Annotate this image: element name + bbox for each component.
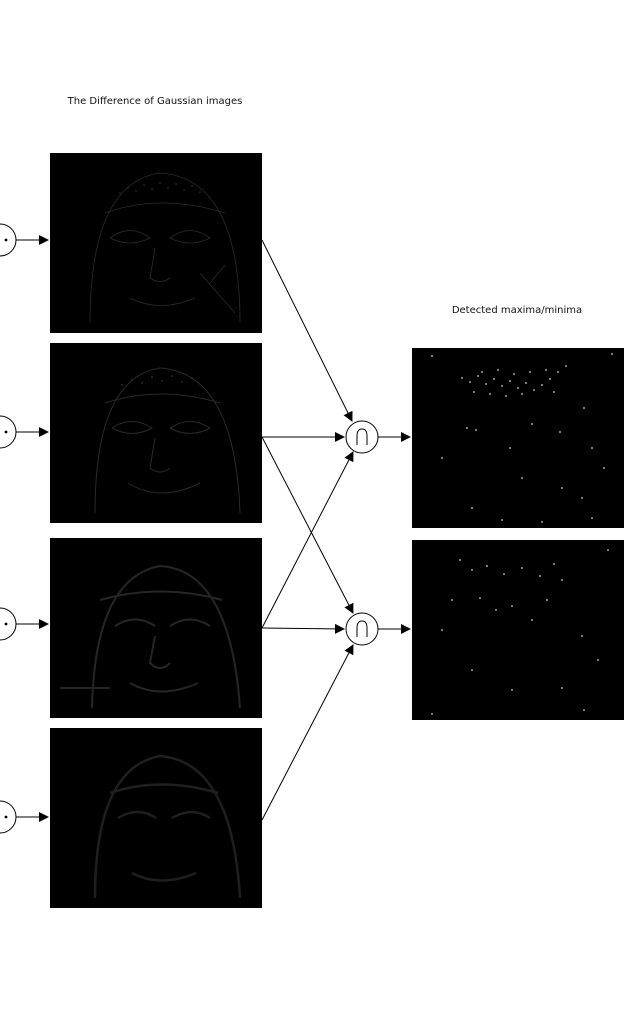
detected-image-1 xyxy=(412,348,624,528)
input-node-3 xyxy=(0,607,49,641)
edge-dog1-comp1 xyxy=(261,239,353,422)
edge-dog3-comp2 xyxy=(261,623,345,634)
detected-image-2 xyxy=(412,540,624,720)
edge-dog4-comp2 xyxy=(261,644,354,821)
comparator-1 xyxy=(345,420,379,454)
dog-images-title: The Difference of Gaussian images xyxy=(67,96,243,107)
dog-image-1 xyxy=(50,153,262,333)
input-node-4 xyxy=(0,800,49,834)
edge-dog2-comp2 xyxy=(261,436,354,614)
input-node-2 xyxy=(0,415,49,449)
dog-image-4 xyxy=(50,728,262,908)
edge-dog3-comp1 xyxy=(261,451,354,629)
dog-image-2 xyxy=(50,343,262,523)
comparator-2 xyxy=(345,612,379,646)
dog-image-3 xyxy=(50,538,262,718)
input-node-1 xyxy=(0,223,49,257)
detected-extrema-title: Detected maxima/minima xyxy=(451,305,583,316)
